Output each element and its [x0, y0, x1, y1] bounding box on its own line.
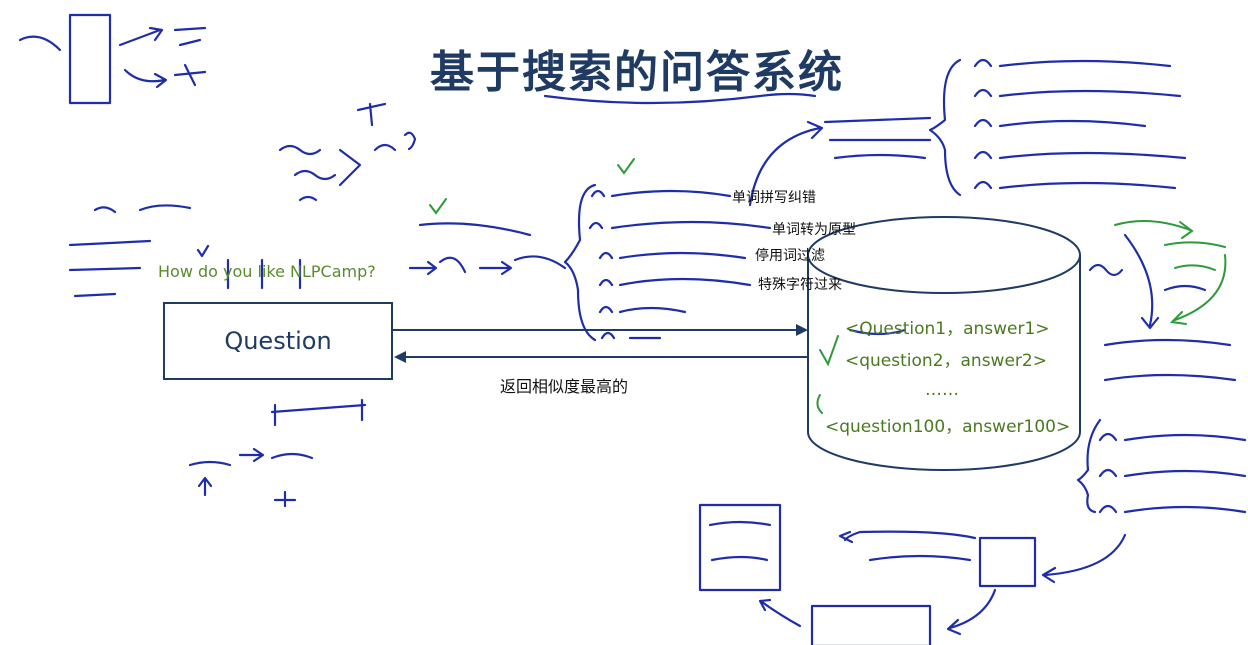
arrow-to-similarity: [1123, 233, 1160, 330]
note-before-ranking: [868, 554, 972, 562]
note-text-to-vector: [833, 153, 927, 160]
note-tag-3: [73, 292, 117, 298]
note-tag-2: [68, 266, 142, 272]
vector-methods-bracket: [928, 58, 962, 197]
arrow-inverted-index: [1114, 220, 1194, 239]
item-six: [600, 331, 662, 340]
method-word2vec: [973, 150, 1187, 160]
note-compute-similarity: [1103, 338, 1232, 347]
green-bracket-db: [816, 394, 823, 414]
note-preprocess-word: [513, 255, 567, 270]
doodle-top-left: [18, 35, 62, 52]
check-mark-db: [819, 335, 839, 367]
method-euclidean: [1098, 432, 1247, 442]
note-segmentation: [418, 222, 532, 237]
method-tf-idf: [973, 118, 1147, 128]
arrow-to-split: [408, 260, 438, 276]
similarity-methods-bracket: [1076, 418, 1102, 514]
underline-question1: [848, 328, 907, 336]
doodle-scribble-1: [173, 26, 207, 47]
arrow-filter-to-result: [758, 598, 802, 628]
item-spell-correction: [590, 189, 732, 198]
item-stemming: [588, 220, 772, 230]
database-cylinder: [807, 216, 1081, 471]
page-title: 基于搜索的问答系统: [430, 47, 844, 98]
arrow-up-small: [197, 476, 213, 497]
note-special-char-filter: 特殊字符过来: [758, 277, 842, 293]
note-o-n: [1088, 263, 1124, 277]
note-tag-1: [68, 239, 152, 247]
note-bracket-label: [270, 398, 367, 427]
note-split-word: [438, 256, 467, 274]
note-return-result: [708, 520, 772, 562]
method-cosine: [1098, 468, 1247, 478]
doodle-arrow-1: [118, 26, 164, 47]
note-vector-word: [270, 452, 314, 460]
arrow-db-to-question: [394, 351, 808, 363]
note-spell-correction: 单词拼写纠错: [732, 190, 816, 206]
tick-how: [196, 244, 210, 258]
box-filter: [810, 604, 932, 645]
question-box: Question: [163, 302, 393, 380]
note-going: [278, 144, 322, 156]
note-plus-x: [273, 490, 297, 508]
arrow-query-to-db: [393, 324, 808, 336]
method-count-vector: [973, 88, 1182, 98]
arrow-ranking-to-filter: [946, 588, 997, 636]
note-a-an-the: [93, 204, 192, 214]
note-inverted-index: [1164, 241, 1226, 271]
method-boolean-vector: [973, 58, 1172, 68]
item-synonyms: [598, 305, 687, 314]
db-row-1: <Question1，answer1>: [845, 319, 1050, 339]
note-go-question: [373, 131, 417, 152]
note-text-representation: [823, 116, 932, 124]
doodle-arrow-2: [123, 68, 168, 89]
note-given-two-vectors: [1103, 373, 1237, 382]
title-underline-scribble: [543, 92, 817, 105]
doodle-bracket-box: [68, 13, 112, 105]
note-lemmatization: 单词转为原型: [772, 222, 856, 238]
check-mark-1: [429, 198, 447, 215]
item-words-filtering: [598, 277, 752, 287]
arrow-to-similarity-green: [1169, 254, 1227, 325]
db-row-ellipsis: ……: [925, 380, 959, 400]
arrow-to-text-representation: [748, 120, 824, 207]
user-question-text: How do you like NLPCamp?: [158, 262, 376, 281]
return-highest-similarity-label: 返回相似度最高的: [500, 377, 629, 396]
doodle-scribble-2: [173, 63, 207, 87]
arrow-to-preprocess: [478, 260, 513, 276]
db-row-100: <question100，answer100>: [825, 417, 1071, 437]
item-stop-words: [598, 251, 747, 260]
method-seq2seq: [973, 180, 1177, 190]
preprocess-bracket: [563, 183, 597, 342]
note-text-to-vector-2: [188, 447, 265, 467]
check-mark-2: [617, 158, 635, 175]
note-go: [298, 195, 318, 202]
question-box-label: Question: [224, 327, 332, 355]
note-o-1: [1163, 284, 1207, 292]
note-stopword-filter: 停用词过滤: [755, 248, 825, 264]
db-row-2: <question2，answer2>: [845, 351, 1047, 371]
arrow-ranking-to-result: [838, 530, 977, 544]
method-jaccard: [1098, 504, 1247, 514]
note-stem-label: [356, 102, 387, 127]
box-return-result: [698, 503, 782, 592]
box-ranking: [978, 536, 1037, 588]
arrow-to-ranking: [1041, 533, 1127, 584]
note-merge-bracket: [338, 148, 362, 187]
note-went: [293, 169, 337, 181]
